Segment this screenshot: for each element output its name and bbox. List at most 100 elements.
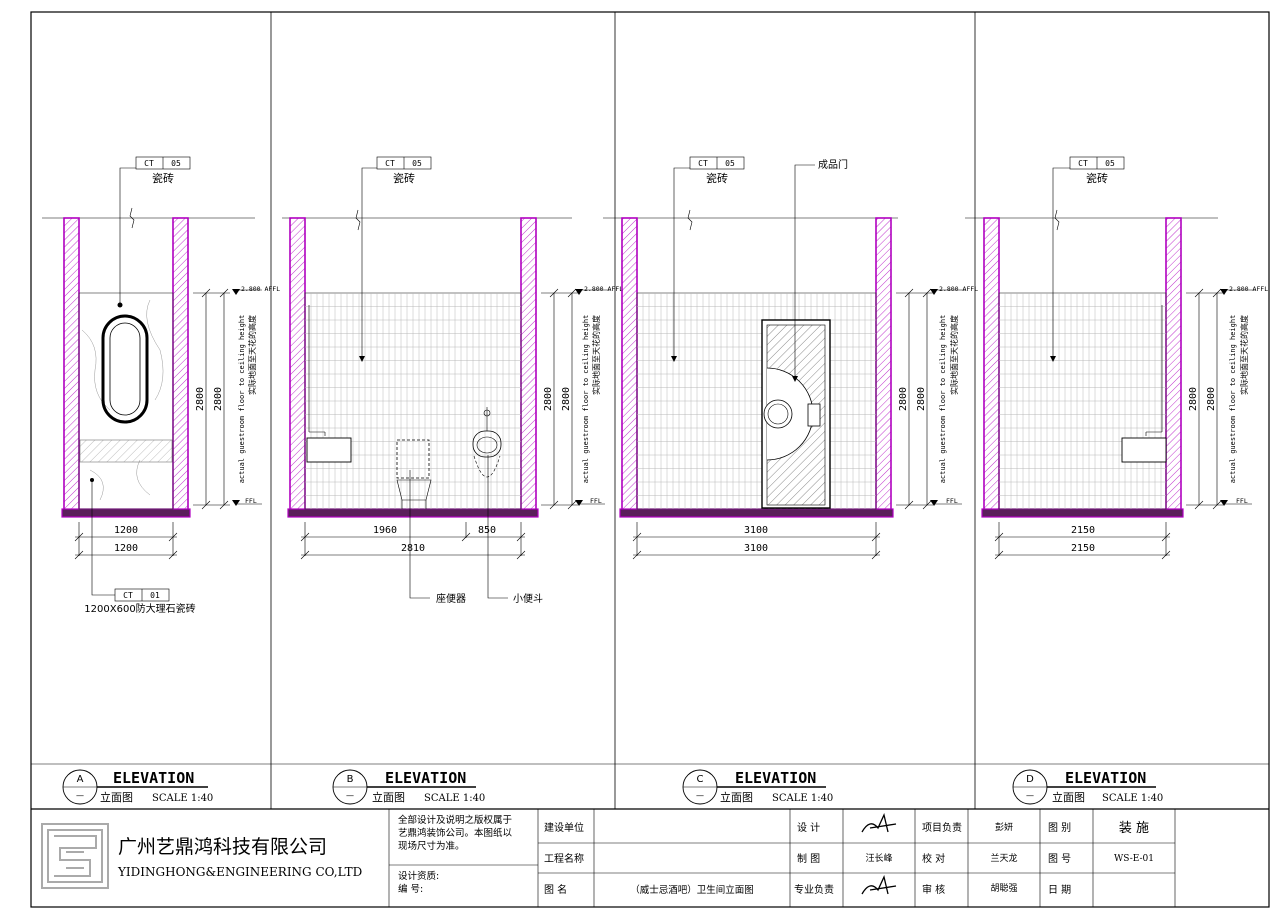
width-dim-2: 3100 [744, 543, 768, 554]
height-note-en: actual guestroom floor to ceiling height [1229, 315, 1237, 484]
ffl-label: FFL [245, 497, 257, 505]
elevation-subtitle: 立面图 [1052, 790, 1085, 804]
material-code: CT [385, 159, 395, 168]
material-label: 瓷砖 [1086, 171, 1108, 185]
drafter-name: 汪长峰 [865, 852, 892, 864]
height-dim-1: 2800 [543, 387, 554, 411]
height-note-cn: 实际地面至天花的高度 [591, 315, 601, 395]
copyright-line: 艺鼎鸿装饰公司。本图纸以 [398, 827, 513, 839]
elevation-letter: A [77, 774, 84, 785]
material-code: CT [698, 159, 708, 168]
material-num: 05 [725, 159, 735, 168]
toilet-label: 座便器 [436, 592, 466, 605]
elevation-c: CT 05 瓷砖 成品门 2800 2800 2.800 AFFL FFL ac… [603, 156, 978, 560]
pm-name: 彭妍 [995, 821, 1013, 833]
floor-num: 01 [150, 591, 160, 600]
draft-label: 制 图 [797, 852, 820, 865]
width-dim-1b: 850 [478, 525, 496, 536]
title-block: 广州艺鼎鸿科技有限公司 YIDINGHONG&ENGINEERING CO,LT… [41, 809, 1176, 907]
level-label: 2.800 AFFL [584, 285, 623, 293]
urinal [472, 407, 502, 478]
drawing-name: （威士忌酒吧）卫生间立面图 [630, 884, 754, 896]
height-dim-2: 2800 [213, 387, 224, 411]
number-label: 编 号: [398, 883, 423, 895]
elevation-letter: B [347, 774, 354, 785]
company-name-en: YIDINGHONG&ENGINEERING CO,LTD [117, 865, 362, 879]
material-label: 瓷砖 [152, 171, 174, 185]
ffl-label: FFL [946, 497, 958, 505]
finished-door [761, 319, 831, 509]
height-dim-2: 2800 [561, 387, 572, 411]
height-note-en: actual guestroom floor to ceiling height [238, 315, 246, 484]
company-logo [41, 823, 109, 889]
category-value: 装 施 [1119, 821, 1149, 836]
material-num: 05 [171, 159, 181, 168]
level-label: 2.800 AFFL [939, 285, 978, 293]
oval-mirror [101, 314, 149, 424]
elevation-d: CT 05 瓷砖 2800 2800 2.800 AFFL FFL actual… [965, 156, 1268, 560]
elevation-scale: SCALE 1:40 [152, 793, 213, 804]
elevation-letter: C [697, 774, 704, 785]
door-label: 成品门 [818, 158, 848, 171]
floor-material: 1200X600防大理石瓷砖 [84, 602, 195, 615]
elevation-subtitle: 立面图 [100, 790, 133, 804]
level-label: 2.800 AFFL [1229, 285, 1268, 293]
height-note-cn: 实际地面至天花的高度 [949, 315, 959, 395]
elevation-subtitle: 立面图 [372, 790, 405, 804]
material-num: 05 [1105, 159, 1115, 168]
material-code: CT [1078, 159, 1088, 168]
elevation-label-b: B — ELEVATION 立面图 SCALE 1:40 [332, 769, 485, 805]
review-label: 审 核 [922, 883, 945, 896]
copyright-line: 现场尺寸为准。 [398, 840, 465, 852]
width-dim-2: 1200 [114, 543, 138, 554]
elevation-sub: — [346, 791, 354, 800]
elevation-a: CT 05 瓷砖 2800 2800 2.800 AFFL FFL actual… [42, 156, 280, 615]
elevation-label-a: A — ELEVATION 立面图 SCALE 1:40 [62, 769, 213, 805]
material-label: 瓷砖 [393, 171, 415, 185]
elevation-sub: — [76, 791, 84, 800]
elevation-scale: SCALE 1:40 [424, 793, 485, 804]
drawing-no-label: 图 号 [1048, 853, 1071, 865]
elevation-label-d: D — ELEVATION 立面图 SCALE 1:40 [1012, 769, 1163, 805]
elevation-title: ELEVATION [113, 769, 194, 787]
elevation-label-c: C — ELEVATION 立面图 SCALE 1:40 [682, 769, 833, 805]
design-label: 设 计 [797, 821, 820, 834]
copyright-line: 全部设计及说明之版权属于 [398, 814, 512, 826]
reviewer-name: 胡聪强 [990, 882, 1017, 894]
material-num: 05 [412, 159, 422, 168]
width-dim-1a: 1960 [373, 525, 397, 536]
qualification-label: 设计资质: [398, 870, 439, 882]
elevation-sub: — [1026, 791, 1034, 800]
elevation-letter: D [1026, 774, 1034, 785]
checker-name: 兰天龙 [990, 852, 1017, 864]
drawing-name-label: 图 名 [544, 883, 567, 896]
marble-counter [79, 439, 173, 463]
drawing-no: WS-E-01 [1114, 854, 1154, 864]
pm-label: 项目负责 [922, 821, 962, 834]
ffl-label: FFL [1236, 497, 1248, 505]
category-label: 图 别 [1048, 822, 1071, 834]
toilet [396, 439, 430, 479]
elevation-title: ELEVATION [1065, 769, 1146, 787]
specialty-label: 专业负责 [794, 883, 834, 896]
check-label: 校 对 [922, 852, 945, 865]
height-dim-1: 2800 [195, 387, 206, 411]
company-name-cn: 广州艺鼎鸿科技有限公司 [118, 836, 327, 858]
height-dim-2: 2800 [1206, 387, 1217, 411]
material-label: 瓷砖 [706, 171, 728, 185]
urinal-label: 小便斗 [513, 592, 543, 605]
date-label: 日 期 [1048, 884, 1071, 896]
width-dim-2: 2810 [401, 543, 425, 554]
signature [861, 813, 897, 833]
height-note-cn: 实际地面至天花的高度 [1239, 315, 1249, 395]
elevation-title: ELEVATION [735, 769, 816, 787]
sheet-border [30, 11, 1270, 908]
width-dim-2: 2150 [1071, 543, 1095, 554]
width-dim-1: 3100 [744, 525, 768, 536]
elevation-b: CT 05 瓷砖 2800 2800 2.800 AFFL FFL actual… [282, 156, 623, 605]
project-label: 工程名称 [544, 852, 584, 865]
height-dim-1: 2800 [898, 387, 909, 411]
width-dim-1: 1200 [114, 525, 138, 536]
client-label: 建设单位 [544, 821, 584, 834]
